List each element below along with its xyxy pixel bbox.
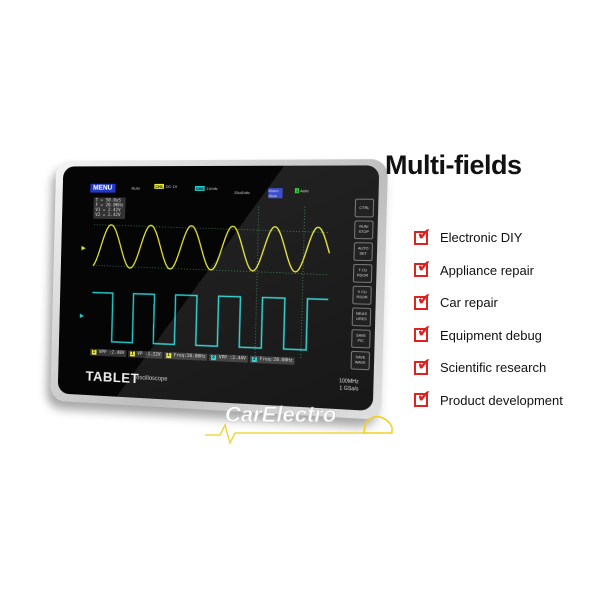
ch2-marker: ▶ [80,313,85,319]
checkbox-icon [414,387,431,407]
field-label: Electronic DIY [440,230,523,245]
watermark: CarElectro [225,402,337,428]
side-button[interactable]: MEAS URES [351,307,372,327]
field-item: Appliance repair [414,257,534,278]
ch1-coupling: DC 1X [165,183,178,189]
measurement-value: Freq:20.00Hz [173,353,206,360]
channel-badge: 1 [91,349,97,355]
trigger-label: Auto [300,188,309,194]
field-item: Electronic DIY [414,225,523,245]
checkbox-icon [414,290,431,310]
channel-badge: 2 [251,356,257,363]
measurement-value: VPP :2.44V [218,355,246,362]
checkbox-icon [414,225,431,245]
channel-badge: 1 [166,353,171,359]
side-button[interactable]: V CU RSOR [352,285,372,305]
watermark-graphic [205,415,393,445]
timebase[interactable]: 20uS/div [234,190,250,196]
ch2-badge: CH2 [194,185,205,191]
brand-subtitle: oscilloscope [136,375,168,383]
menu-button[interactable]: MENU [90,183,116,193]
heading: Multi-fields [385,150,522,180]
trigger-mode[interactable]: 1 Auto [294,188,309,194]
sample-rate: 1 GSa/s [339,385,359,393]
waveform-display: ▶ ▶ [80,195,341,361]
side-button[interactable]: SAVE PIC [351,329,371,349]
field-label: Scientific research [440,360,547,375]
field-item: Scientific research [414,355,547,375]
field-label: Car repair [440,295,498,310]
measurement-value: VPP :2.40V [98,350,125,357]
field-item: Equipment debug [414,322,542,343]
field-label: Appliance repair [440,262,534,278]
brand-logo: TABLET [85,367,140,387]
side-button[interactable]: SAVE WAVE [350,350,371,371]
ch1-badge: CH1 [154,183,165,189]
checkbox-icon [414,355,431,375]
measurement-value: VP :1.22V [137,351,161,358]
checkbox-icon [414,322,431,342]
ch1-marker: ▶ [81,246,86,252]
field-label: Product development [440,392,563,408]
measurement-value: Freq:20.00Hz [259,357,293,364]
field-item: Car repair [414,290,498,310]
ch2-scale: 1V/div [206,185,218,191]
ch1-waveform [93,225,330,273]
channel-badge: 2 [211,354,216,361]
field-item: Product development [414,387,563,408]
run-status: RUN [131,185,140,191]
channel-badge: 1 [129,351,135,357]
side-button[interactable]: RUN/ STOP [353,220,374,240]
checkbox-icon [414,257,431,277]
ch2-waveform [91,292,328,350]
side-button[interactable]: T CU RSOR [352,263,373,284]
side-button[interactable]: CTRL [354,198,375,218]
side-button[interactable]: AUTO SET [353,242,374,262]
field-label: Equipment debug [440,327,542,343]
